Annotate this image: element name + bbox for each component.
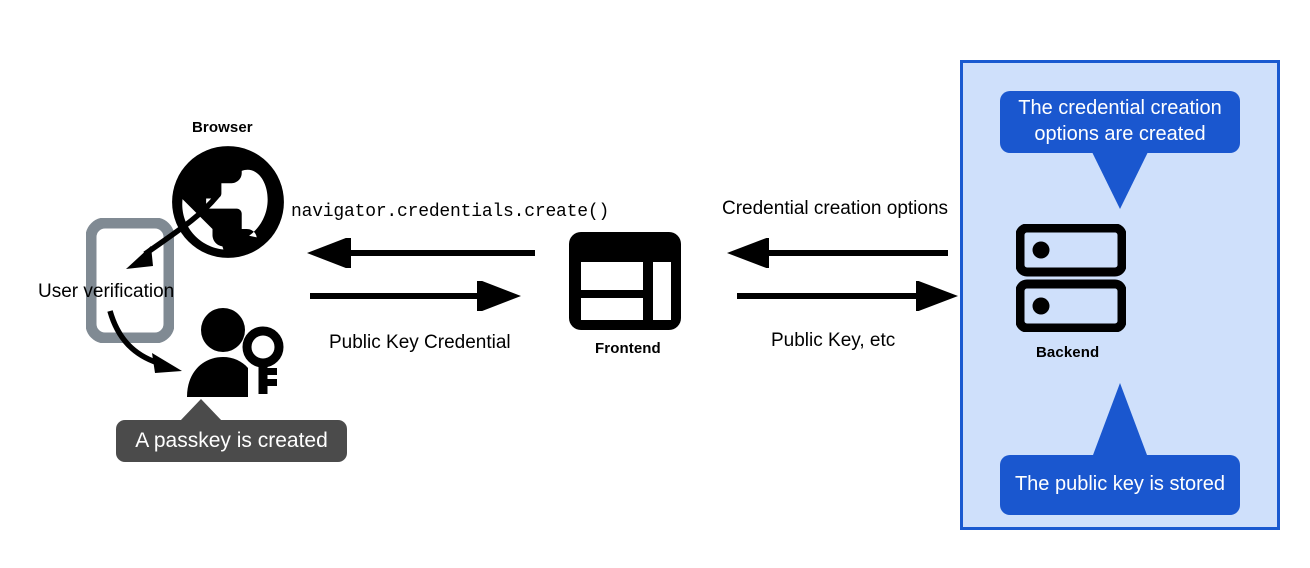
message-frontend-backend-bottom: Public Key, etc — [771, 330, 896, 351]
person-with-key-icon — [187, 308, 284, 397]
message-browser-frontend-top: navigator.credentials.create() — [291, 202, 610, 222]
message-frontend-backend-top: Credential creation options — [722, 198, 949, 219]
smartphone-icon — [86, 218, 174, 343]
dashboard-window-icon — [569, 232, 681, 330]
callout-tail-passkey-created — [180, 399, 222, 421]
globe-icon — [172, 146, 284, 258]
arrow-frontend-to-backend — [737, 281, 958, 311]
callout-credential-creation-options: The credential creation options are crea… — [1000, 91, 1240, 153]
arrow-browser-to-frontend — [310, 281, 521, 311]
arrow-device-to-user — [107, 310, 182, 373]
browser-label: Browser — [192, 119, 253, 136]
message-browser-frontend-bottom: Public Key Credential — [329, 332, 511, 353]
callout-public-key-stored: The public key is stored — [1000, 455, 1240, 515]
callout-tail-credential-options — [1092, 152, 1148, 209]
backend-label: Backend — [1036, 344, 1100, 361]
arrow-frontend-to-browser — [307, 238, 535, 268]
callout-tail-public-key-stored — [1093, 383, 1147, 455]
user-verification-label: User verification — [38, 281, 175, 302]
server-stack-icon — [1016, 224, 1126, 332]
frontend-label: Frontend — [595, 340, 661, 357]
arrow-browser-to-device — [126, 194, 220, 269]
arrow-backend-to-frontend — [727, 238, 948, 268]
callout-passkey-created: A passkey is created — [116, 420, 347, 462]
